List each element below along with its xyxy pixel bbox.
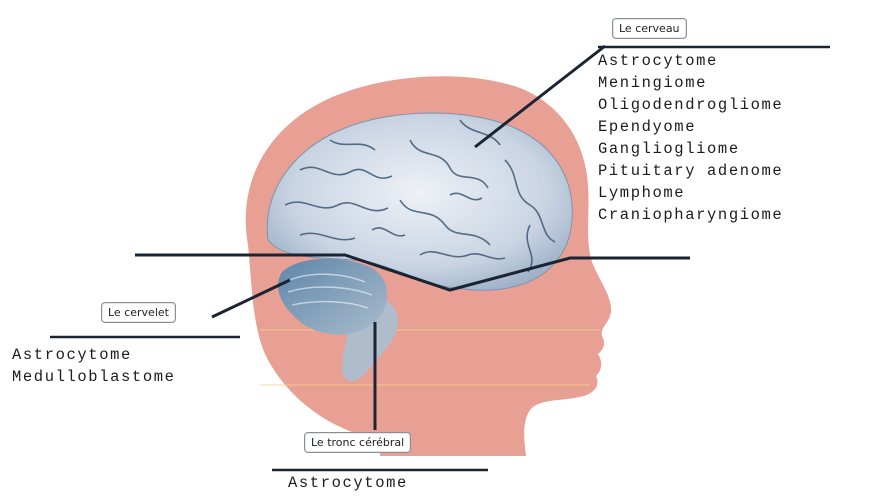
tumor-meningiome: Meningiome [598,72,783,94]
tumor-pituitary-adenome: Pituitary adenome [598,160,783,182]
label-le-tronc-cerebral: Le tronc cérébral [304,432,411,453]
cerveau-tumor-list: Astrocytome Meningiome Oligodendrogliome… [598,50,783,226]
tumor-astrocytome: Astrocytome [288,472,408,494]
label-le-cervelet: Le cervelet [101,302,176,323]
tumor-lymphome: Lymphome [598,182,783,204]
tumor-oligodendrogliome: Oligodendrogliome [598,94,783,116]
tumor-gangliogliome: Gangliogliome [598,138,783,160]
tumor-astrocytome: Astrocytome [598,50,783,72]
tumor-ependyome: Ependyome [598,116,783,138]
tronc-tumor-list: Astrocytome [288,472,408,494]
tumor-craniopharyngiome: Craniopharyngiome [598,204,783,226]
label-le-cerveau: Le cerveau [612,18,687,39]
cervelet-tumor-list: Astrocytome Medulloblastome [12,344,176,388]
tumor-astrocytome: Astrocytome [12,344,176,366]
tumor-medulloblastome: Medulloblastome [12,366,176,388]
